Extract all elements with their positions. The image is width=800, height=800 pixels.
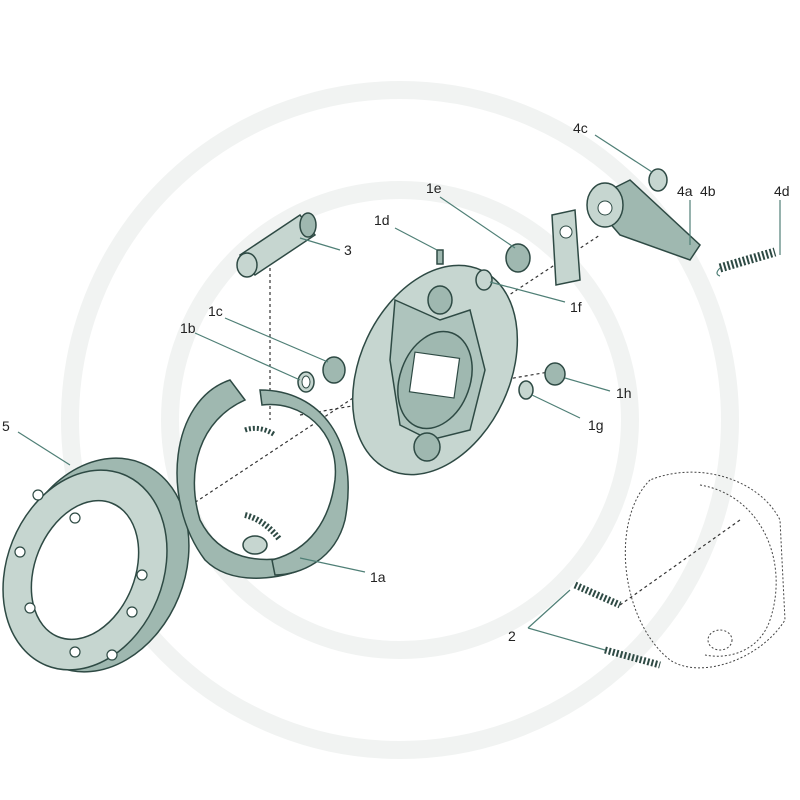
- watermark: [61, 81, 739, 759]
- label-1b: 1b: [180, 320, 196, 336]
- return-springs: [573, 581, 661, 669]
- label-3: 3: [344, 242, 352, 258]
- label-1a: 1a: [370, 569, 386, 585]
- label-4a: 4a: [677, 183, 693, 199]
- cam-shaft: [236, 212, 317, 278]
- part-labels: 5 1a 1b 1c 1d 1e 1f 1g 1h 2 3 4a 4b 4c 4…: [2, 120, 790, 644]
- label-1d: 1d: [374, 212, 390, 228]
- label-4c: 4c: [573, 120, 588, 136]
- spring-4d: [716, 247, 777, 277]
- label-5: 5: [2, 418, 10, 434]
- label-1e: 1e: [426, 180, 442, 196]
- label-1c: 1c: [208, 303, 223, 319]
- label-4b: 4b: [700, 183, 716, 199]
- label-1g: 1g: [588, 417, 604, 433]
- slack-adjuster: [586, 179, 701, 261]
- label-2: 2: [508, 628, 516, 644]
- label-1f: 1f: [570, 299, 582, 315]
- leader-lines: [17, 134, 781, 651]
- brake-drum: [2, 457, 190, 673]
- label-1h: 1h: [616, 385, 632, 401]
- shoe-outline-reference: [624, 471, 786, 669]
- backing-plate: [351, 264, 519, 476]
- label-4d: 4d: [774, 183, 790, 199]
- brake-shoes: [176, 379, 349, 579]
- small-parts: [297, 168, 668, 400]
